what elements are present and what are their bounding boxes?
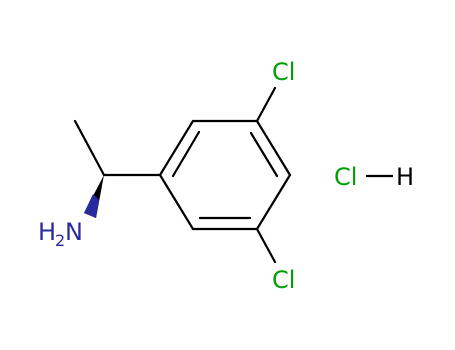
ring-bond-bottom-right (255, 173, 292, 231)
benzene-ring (158, 119, 292, 231)
amine-hydrogen-count: 2 (55, 231, 65, 250)
wedge-bond-amine-end (84, 194, 99, 218)
methyl-bond (73, 119, 106, 177)
chlorine-top-label: Cl (272, 58, 295, 86)
ring-bond-top-right (255, 119, 292, 177)
ring-bond-top-left (158, 119, 195, 177)
c-cl-bottom-bond (255, 227, 277, 264)
ring-double-bond-right (249, 131, 279, 178)
amine-hydrogen-label: H (38, 218, 56, 246)
c-cl-top-bond (255, 86, 277, 123)
ring-double-bond-left (171, 130, 201, 178)
amine-nitrogen-label: N (65, 218, 83, 246)
salt-chlorine-label: Cl (334, 163, 357, 191)
ring-bond-bottom-left (158, 173, 195, 231)
chlorine-bottom-label: Cl (272, 266, 295, 294)
substituent-bonds (73, 86, 277, 264)
salt-hydrogen-label: H (396, 163, 414, 191)
